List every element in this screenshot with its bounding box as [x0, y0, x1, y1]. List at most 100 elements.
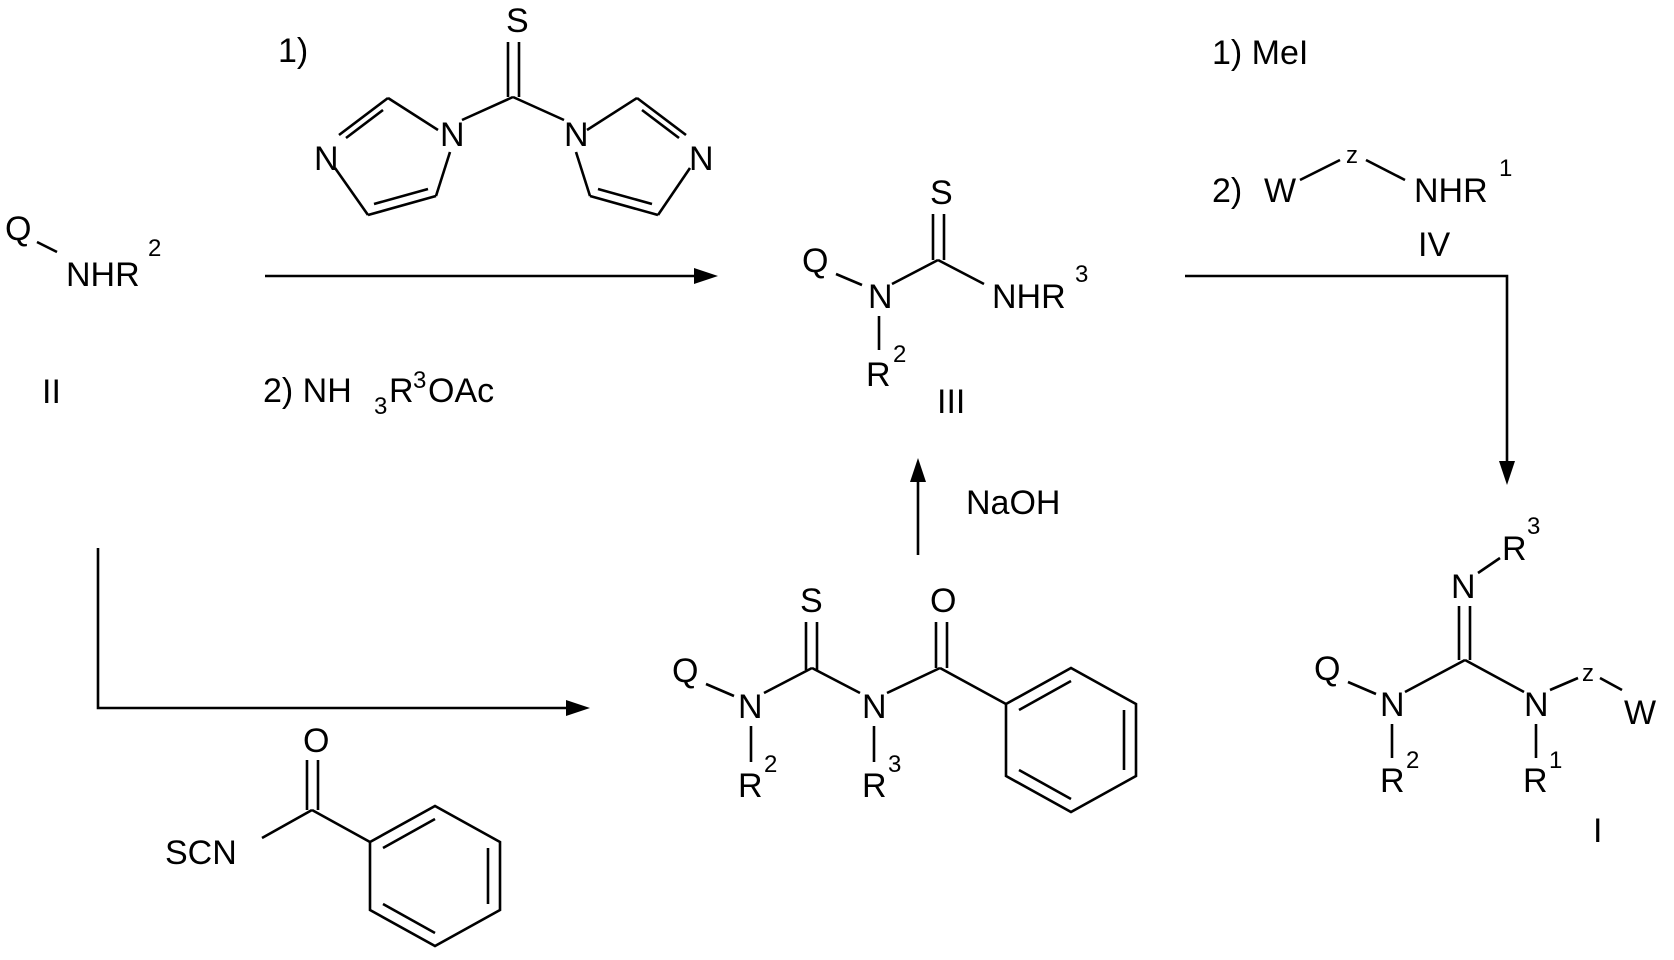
tcdi-left-bond-c5n1: [436, 152, 450, 196]
tcdi-sulfur: S: [506, 2, 529, 40]
arrow-ii-to-benzoyl-thiourea-shaft: [98, 548, 572, 708]
IV-group-w: W: [1264, 172, 1296, 210]
I-bond-n2-z: [1550, 678, 1578, 690]
III-subst-sup: 2: [893, 341, 906, 368]
tcdi-left-n3: N: [314, 140, 339, 178]
tcdi-right-bond-c4c5: [590, 196, 658, 215]
route-a-step2: 2) NH 3 R 3 OAc: [263, 367, 494, 420]
benzoyl-thiourea-phenyl-inner-1: [1019, 681, 1071, 710]
IV-bond-w-z: [1300, 160, 1340, 180]
benzoyl-thiourea-nitrogen-1: N: [738, 688, 763, 726]
tcdi-right-n1: N: [564, 116, 589, 154]
benzoyl-thiourea-bond-n1-c: [764, 668, 812, 693]
II-bond: [37, 242, 57, 252]
compound-IV: W z NHR 1 IV: [1264, 142, 1512, 264]
III-subst: R: [866, 356, 891, 394]
benzoyl-thiourea: S Q N N O R 2 R 3: [672, 582, 1136, 812]
I-nitrogen-1: N: [1380, 686, 1405, 724]
route-a-step2-sup: 3: [413, 367, 426, 394]
benzoyl-thiourea-bond-q-n: [706, 684, 734, 696]
benzoyl-thiourea-subst-1-sup: 2: [764, 751, 777, 778]
tcdi-left-bond-n3c4: [335, 168, 368, 215]
IV-label: IV: [1418, 226, 1450, 264]
I-subst-1: R: [1380, 762, 1405, 800]
benzoyl-isothiocyanate-phenyl-inner-3: [383, 904, 435, 933]
III-amine: NHR: [992, 278, 1066, 316]
I-imine-subst: R: [1502, 530, 1527, 568]
IV-amine: NHR: [1414, 172, 1488, 210]
route-a-step2-sub: 3: [374, 393, 387, 420]
compound-III: S Q N NHR 3 R 2 III: [802, 174, 1088, 421]
arrow-iii-to-i: [1185, 276, 1515, 485]
IV-amine-sup: 1: [1499, 155, 1512, 182]
I-subst-2-sup: 1: [1549, 747, 1562, 774]
I-group-w: W: [1624, 694, 1656, 732]
route-a-step2-label: 2) NH: [263, 372, 352, 410]
route-a-step2-r: R: [389, 372, 414, 410]
arrow-hydrolysis-head: [910, 458, 926, 482]
tcdi-structure: S N N N N: [314, 2, 714, 215]
IV-bond-z-n: [1366, 160, 1405, 180]
II-label: II: [42, 373, 61, 411]
I-group-z: z: [1582, 660, 1594, 687]
benzoyl-thiourea-subst-1: R: [738, 767, 763, 805]
hydrolysis-reagent: NaOH: [966, 484, 1060, 522]
I-subst-2: R: [1523, 762, 1548, 800]
arrow-ii-to-iii: [265, 268, 718, 284]
III-label: III: [937, 383, 965, 421]
benzoyl-thiourea-sulfur: S: [800, 582, 823, 620]
benzoyl-thiourea-group-q: Q: [672, 652, 698, 690]
tcdi-right-bond-c5n1: [576, 152, 590, 196]
I-bond-z-w: [1600, 678, 1622, 690]
I-group-q: Q: [1314, 650, 1340, 688]
benzoyl-thiourea-phenyl-inner-3: [1019, 770, 1071, 799]
tcdi-left-bond-n1c2: [388, 98, 438, 130]
tcdi-bond-right: [513, 97, 564, 120]
benzoyl-thiourea-subst-2-sup: 3: [888, 751, 901, 778]
III-bond-c-nh: [938, 260, 984, 284]
III-nitrogen: N: [868, 278, 893, 316]
benzoyl-thiourea-bond-c-n2: [812, 668, 860, 693]
arrow-iii-to-i-shaft: [1185, 276, 1507, 465]
benzoyl-thiourea-oxygen: O: [930, 582, 956, 620]
tcdi-left-n1: N: [440, 116, 465, 154]
route-c-reagents: 1) MeI 2) W z NHR 1 IV: [1212, 34, 1512, 264]
tcdi-right-n3: N: [689, 140, 714, 178]
III-bond-n-c: [892, 260, 938, 284]
benzoyl-thiourea-subst-2: R: [862, 767, 887, 805]
III-bond-q-n: [836, 274, 862, 285]
route-c-step2-label: 2): [1212, 172, 1242, 210]
III-group-q: Q: [802, 242, 828, 280]
I-bond-c-n2: [1465, 660, 1524, 692]
I-imine-nitrogen: N: [1451, 568, 1476, 606]
benzoyl-isothiocyanate-phenyl-ring: [370, 806, 500, 946]
I-label: I: [1593, 812, 1602, 850]
route-a-reagents: 1) S N N N N: [263, 2, 714, 420]
III-amine-sup: 3: [1075, 261, 1088, 288]
I-bond-n1-c: [1405, 660, 1465, 692]
tcdi-right-bond-n3c4: [658, 168, 690, 215]
route-a-step2-tail: OAc: [428, 372, 494, 410]
compound-II: Q NHR 2 II: [5, 210, 161, 411]
arrow-ii-to-benzoyl-thiourea: [98, 548, 590, 716]
benzoyl-thiourea-bond-c-ph: [940, 668, 1006, 704]
tcdi-left-bond-c4c5: [368, 196, 436, 215]
compound-I: N R 3 Q N N z W R 2 R 1 I: [1314, 513, 1656, 850]
I-nitrogen-2: N: [1524, 686, 1549, 724]
I-subst-1-sup: 2: [1406, 747, 1419, 774]
tcdi-bond-left: [462, 97, 513, 120]
benzoyl-isothiocyanate: O SCN: [165, 722, 500, 946]
I-bond-q-n: [1348, 682, 1376, 694]
II-group-q: Q: [5, 210, 31, 248]
tcdi-right-bond-n1c2: [587, 98, 637, 130]
arrow-iii-to-i-head: [1499, 461, 1515, 485]
I-bond-n-r3: [1478, 558, 1500, 573]
I-imine-sup: 3: [1527, 513, 1540, 540]
route-c-step1: 1) MeI: [1212, 34, 1308, 72]
IV-group-z: z: [1346, 142, 1358, 169]
tcdi-left-bond-c2n3: [339, 98, 388, 135]
benzoyl-isothiocyanate-phenyl-inner-1: [383, 819, 435, 848]
II-amine: NHR: [66, 256, 140, 294]
benzoyl-isothiocyanate-bond-n-c: [262, 810, 312, 838]
